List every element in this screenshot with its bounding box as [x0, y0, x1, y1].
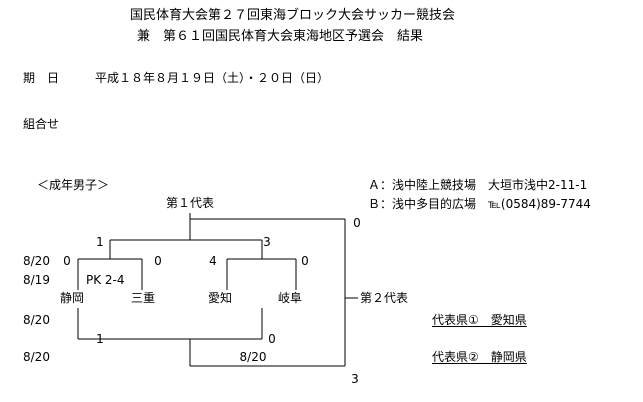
date-row-3: 8/20	[23, 313, 50, 327]
score-semi-left-right: 0	[154, 254, 162, 268]
rep2-label: 第２代表	[360, 291, 409, 305]
title-line-1: 国民体育大会第２７回東海ブロック大会サッカー競技会	[130, 8, 456, 23]
pk-note: PK 2-4	[86, 273, 125, 287]
date-row-4: 8/20	[23, 350, 50, 364]
date-row-1: 8/20	[23, 254, 50, 268]
section-label: 組合せ	[23, 117, 60, 131]
team-shizuoka: 静岡	[59, 291, 85, 305]
venue-b: Ｂ：浅中多目的広場 ℡(0584)89-7744	[368, 197, 591, 211]
score-semi-right-right: 0	[301, 254, 309, 268]
score-semi-right-left: 4	[209, 254, 217, 268]
date-value: 平成１８年８月１９日（土）・２０日（日）	[95, 71, 330, 85]
score-final-right: 3	[263, 235, 271, 249]
playoff-date: 8/20	[239, 350, 267, 364]
rep1-label: 第１代表	[165, 196, 215, 210]
score-playoff-bottom: 3	[351, 372, 359, 386]
score-final-left: 1	[96, 235, 104, 249]
date-label: 期 日	[23, 71, 60, 85]
team-aichi: 愛知	[207, 291, 233, 305]
team-mie: 三重	[130, 291, 156, 305]
result-rep2: 代表県② 静岡県	[432, 350, 527, 364]
team-gifu: 岐阜	[277, 291, 303, 305]
score-final-top-right: 0	[353, 216, 361, 230]
title-line-2: 兼 第６１回国民体育大会東海地区予選会 結果	[137, 29, 424, 44]
score-playoff-right: 0	[268, 332, 276, 346]
score-playoff-left: 1	[96, 332, 104, 346]
venue-a: Ａ：浅中陸上競技場 大垣市浅中2-11-1	[368, 178, 588, 192]
date-row-2: 8/19	[23, 273, 50, 287]
score-semi-left-left: 0	[63, 254, 71, 268]
category-label: ＜成年男子＞	[37, 178, 110, 192]
result-rep1: 代表県① 愛知県	[432, 313, 527, 327]
